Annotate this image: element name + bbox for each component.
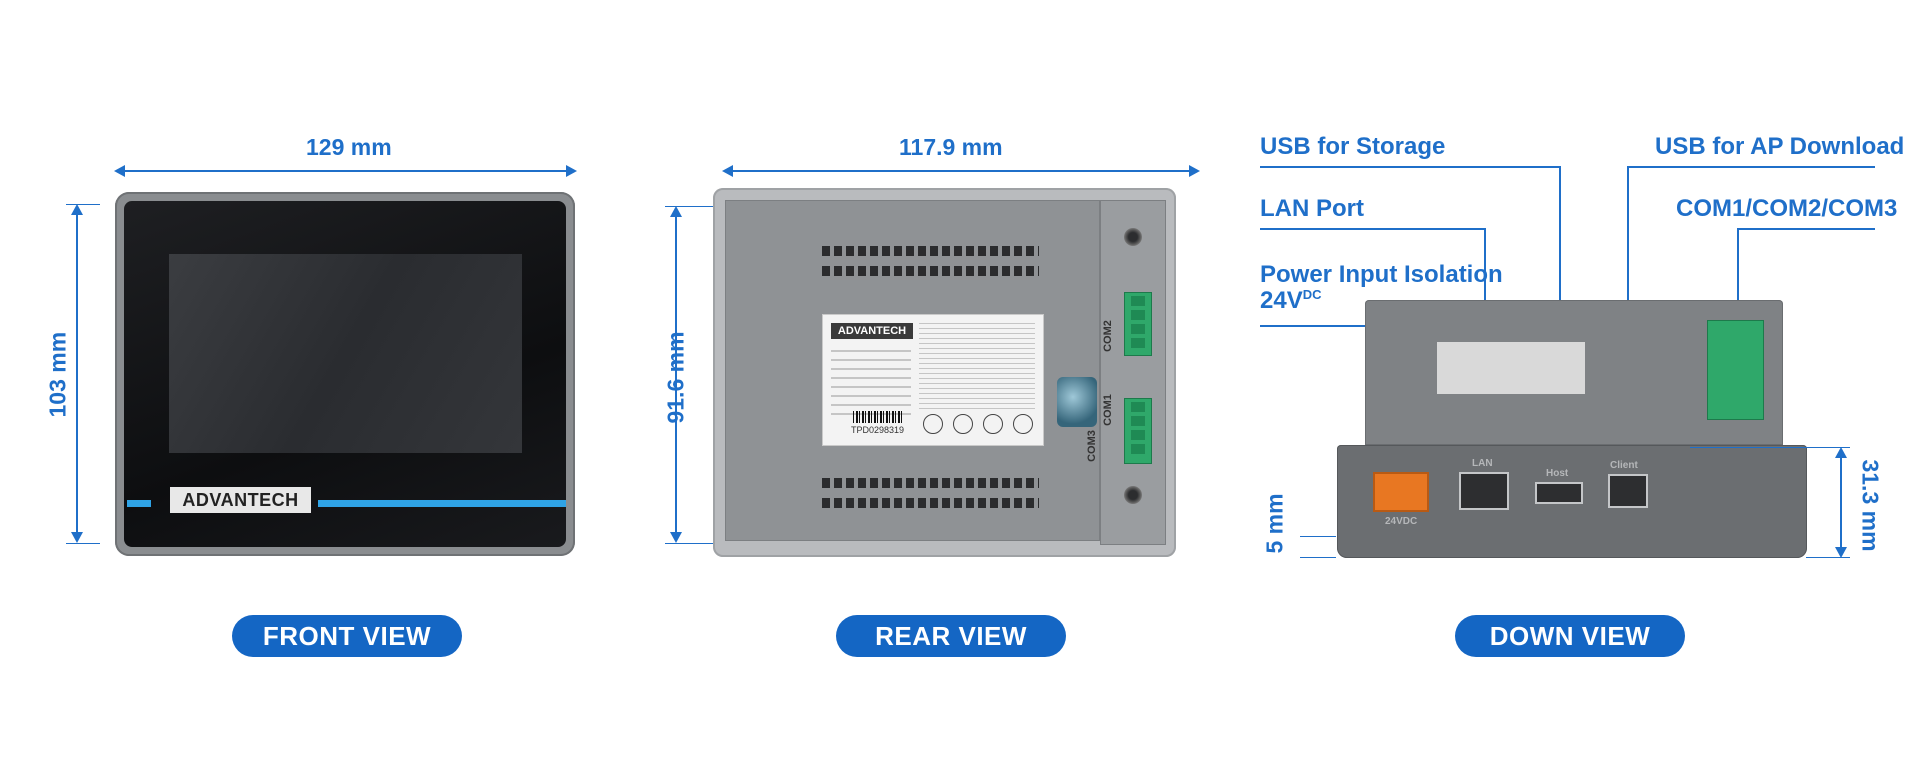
client-tag: Client	[1610, 460, 1638, 471]
front-height-line	[76, 214, 78, 532]
rcm-mark-icon	[1013, 414, 1033, 434]
label-logo: ADVANTECH	[831, 323, 913, 339]
front-glass: ADVANTECH	[124, 201, 566, 547]
leader-usb-ap-h	[1627, 166, 1875, 168]
serial-number: TPD0298319	[851, 425, 905, 435]
leader-power-h	[1260, 325, 1401, 327]
front-height-arrow-up	[71, 204, 83, 215]
depth-tick-top	[1690, 447, 1850, 448]
leader-usb-storage-h	[1260, 166, 1560, 168]
offset-tick-bottom	[1300, 557, 1336, 558]
screw-icon	[1124, 228, 1142, 246]
front-logo: ADVANTECH	[170, 487, 311, 513]
com2-terminal	[1124, 292, 1152, 356]
rear-width-arrow-right	[1189, 165, 1200, 177]
rear-connector-side: COM2 COM1 COM3	[1086, 200, 1166, 545]
front-height-tick-bottom	[66, 543, 100, 544]
accent-strip-left	[127, 500, 151, 507]
front-panel: ADVANTECH	[115, 192, 575, 556]
ce-mark-icon	[923, 414, 943, 434]
rear-height-arrow-up	[670, 206, 682, 217]
front-height-label: 103 mm	[44, 331, 71, 418]
front-height-tick-top	[66, 204, 100, 205]
rear-height-tick-bottom	[665, 543, 713, 544]
callout-com-ports: COM1/COM2/COM3	[1676, 195, 1898, 222]
label-text-block-2	[919, 323, 1035, 409]
rear-width-arrow-left	[722, 165, 733, 177]
leader-com-v	[1737, 228, 1739, 320]
host-tag: Host	[1546, 468, 1569, 479]
rear-height-tick-top	[665, 206, 713, 207]
power-input-super: DC	[1302, 287, 1322, 303]
offset-label: 5 mm	[1261, 493, 1288, 554]
depth-arrow-down	[1835, 547, 1847, 558]
lan-tag: LAN	[1472, 458, 1493, 469]
front-width-line	[124, 170, 567, 172]
front-height-arrow-down	[71, 532, 83, 543]
barcode	[853, 411, 903, 423]
callout-usb-storage: USB for Storage	[1260, 133, 1446, 160]
com3-tag: COM3	[1085, 430, 1098, 462]
down-com-terminals	[1707, 320, 1764, 420]
label-text-block	[831, 345, 911, 415]
callout-lan-port: LAN Port	[1260, 195, 1364, 222]
product-label: ADVANTECH TPD0298319	[823, 315, 1043, 445]
rear-view-badge: REAR VIEW	[836, 615, 1066, 657]
rear-body: ADVANTECH TPD0298319	[725, 200, 1100, 541]
rear-view: 117.9 mm 91.6 mm	[640, 0, 1280, 768]
callout-usb-ap-download: USB for AP Download	[1655, 133, 1905, 160]
rear-height-line	[675, 216, 677, 532]
touch-screen	[169, 254, 522, 453]
rear-height-label: 91.6 mm	[662, 331, 689, 424]
power-input-line2: 24V	[1260, 287, 1303, 315]
com2-tag: COM2	[1101, 320, 1114, 352]
com1-tag: COM1	[1101, 394, 1114, 426]
down-view-badge: DOWN VIEW	[1455, 615, 1685, 657]
power-tag: 24VDC	[1385, 516, 1418, 527]
vent-top	[822, 246, 1039, 276]
depth-tick-bottom	[1806, 557, 1850, 558]
down-product-label	[1437, 342, 1585, 394]
front-view: 129 mm 103 mm ADVANTECH FRONT VIEW	[0, 0, 640, 768]
ul-mark-icon	[983, 414, 1003, 434]
front-width-arrow-right	[566, 165, 577, 177]
leader-lan-h	[1260, 228, 1485, 230]
leader-com-h	[1737, 228, 1875, 230]
offset-tick-top	[1300, 536, 1336, 537]
usb-host-port	[1535, 482, 1583, 504]
callout-power-input: Power Input Isolation 24VDC	[1260, 261, 1503, 315]
accent-strip-right	[318, 500, 566, 507]
power-connector	[1373, 472, 1429, 512]
rear-panel: ADVANTECH TPD0298319 COM2 COM1 COM3	[713, 188, 1176, 557]
power-input-line1: Power Input Isolation	[1260, 261, 1503, 288]
hologram-sticker	[1057, 377, 1097, 427]
rear-width-line	[732, 170, 1190, 172]
usb-client-port	[1608, 474, 1648, 508]
cert-mark-icon	[953, 414, 973, 434]
rear-height-arrow-down	[670, 532, 682, 543]
com1-com3-terminal	[1124, 398, 1152, 464]
depth-arrow-up	[1835, 447, 1847, 458]
cert-marks	[923, 413, 1033, 435]
depth-line	[1840, 456, 1842, 548]
rear-width-label: 117.9 mm	[899, 134, 1003, 160]
vent-bottom	[822, 478, 1039, 508]
depth-label: 31.3 mm	[1857, 459, 1884, 552]
front-view-badge: FRONT VIEW	[232, 615, 462, 657]
front-width-label: 129 mm	[306, 134, 392, 160]
screw-icon	[1124, 486, 1142, 504]
lan-port	[1459, 472, 1509, 510]
front-width-arrow-left	[114, 165, 125, 177]
